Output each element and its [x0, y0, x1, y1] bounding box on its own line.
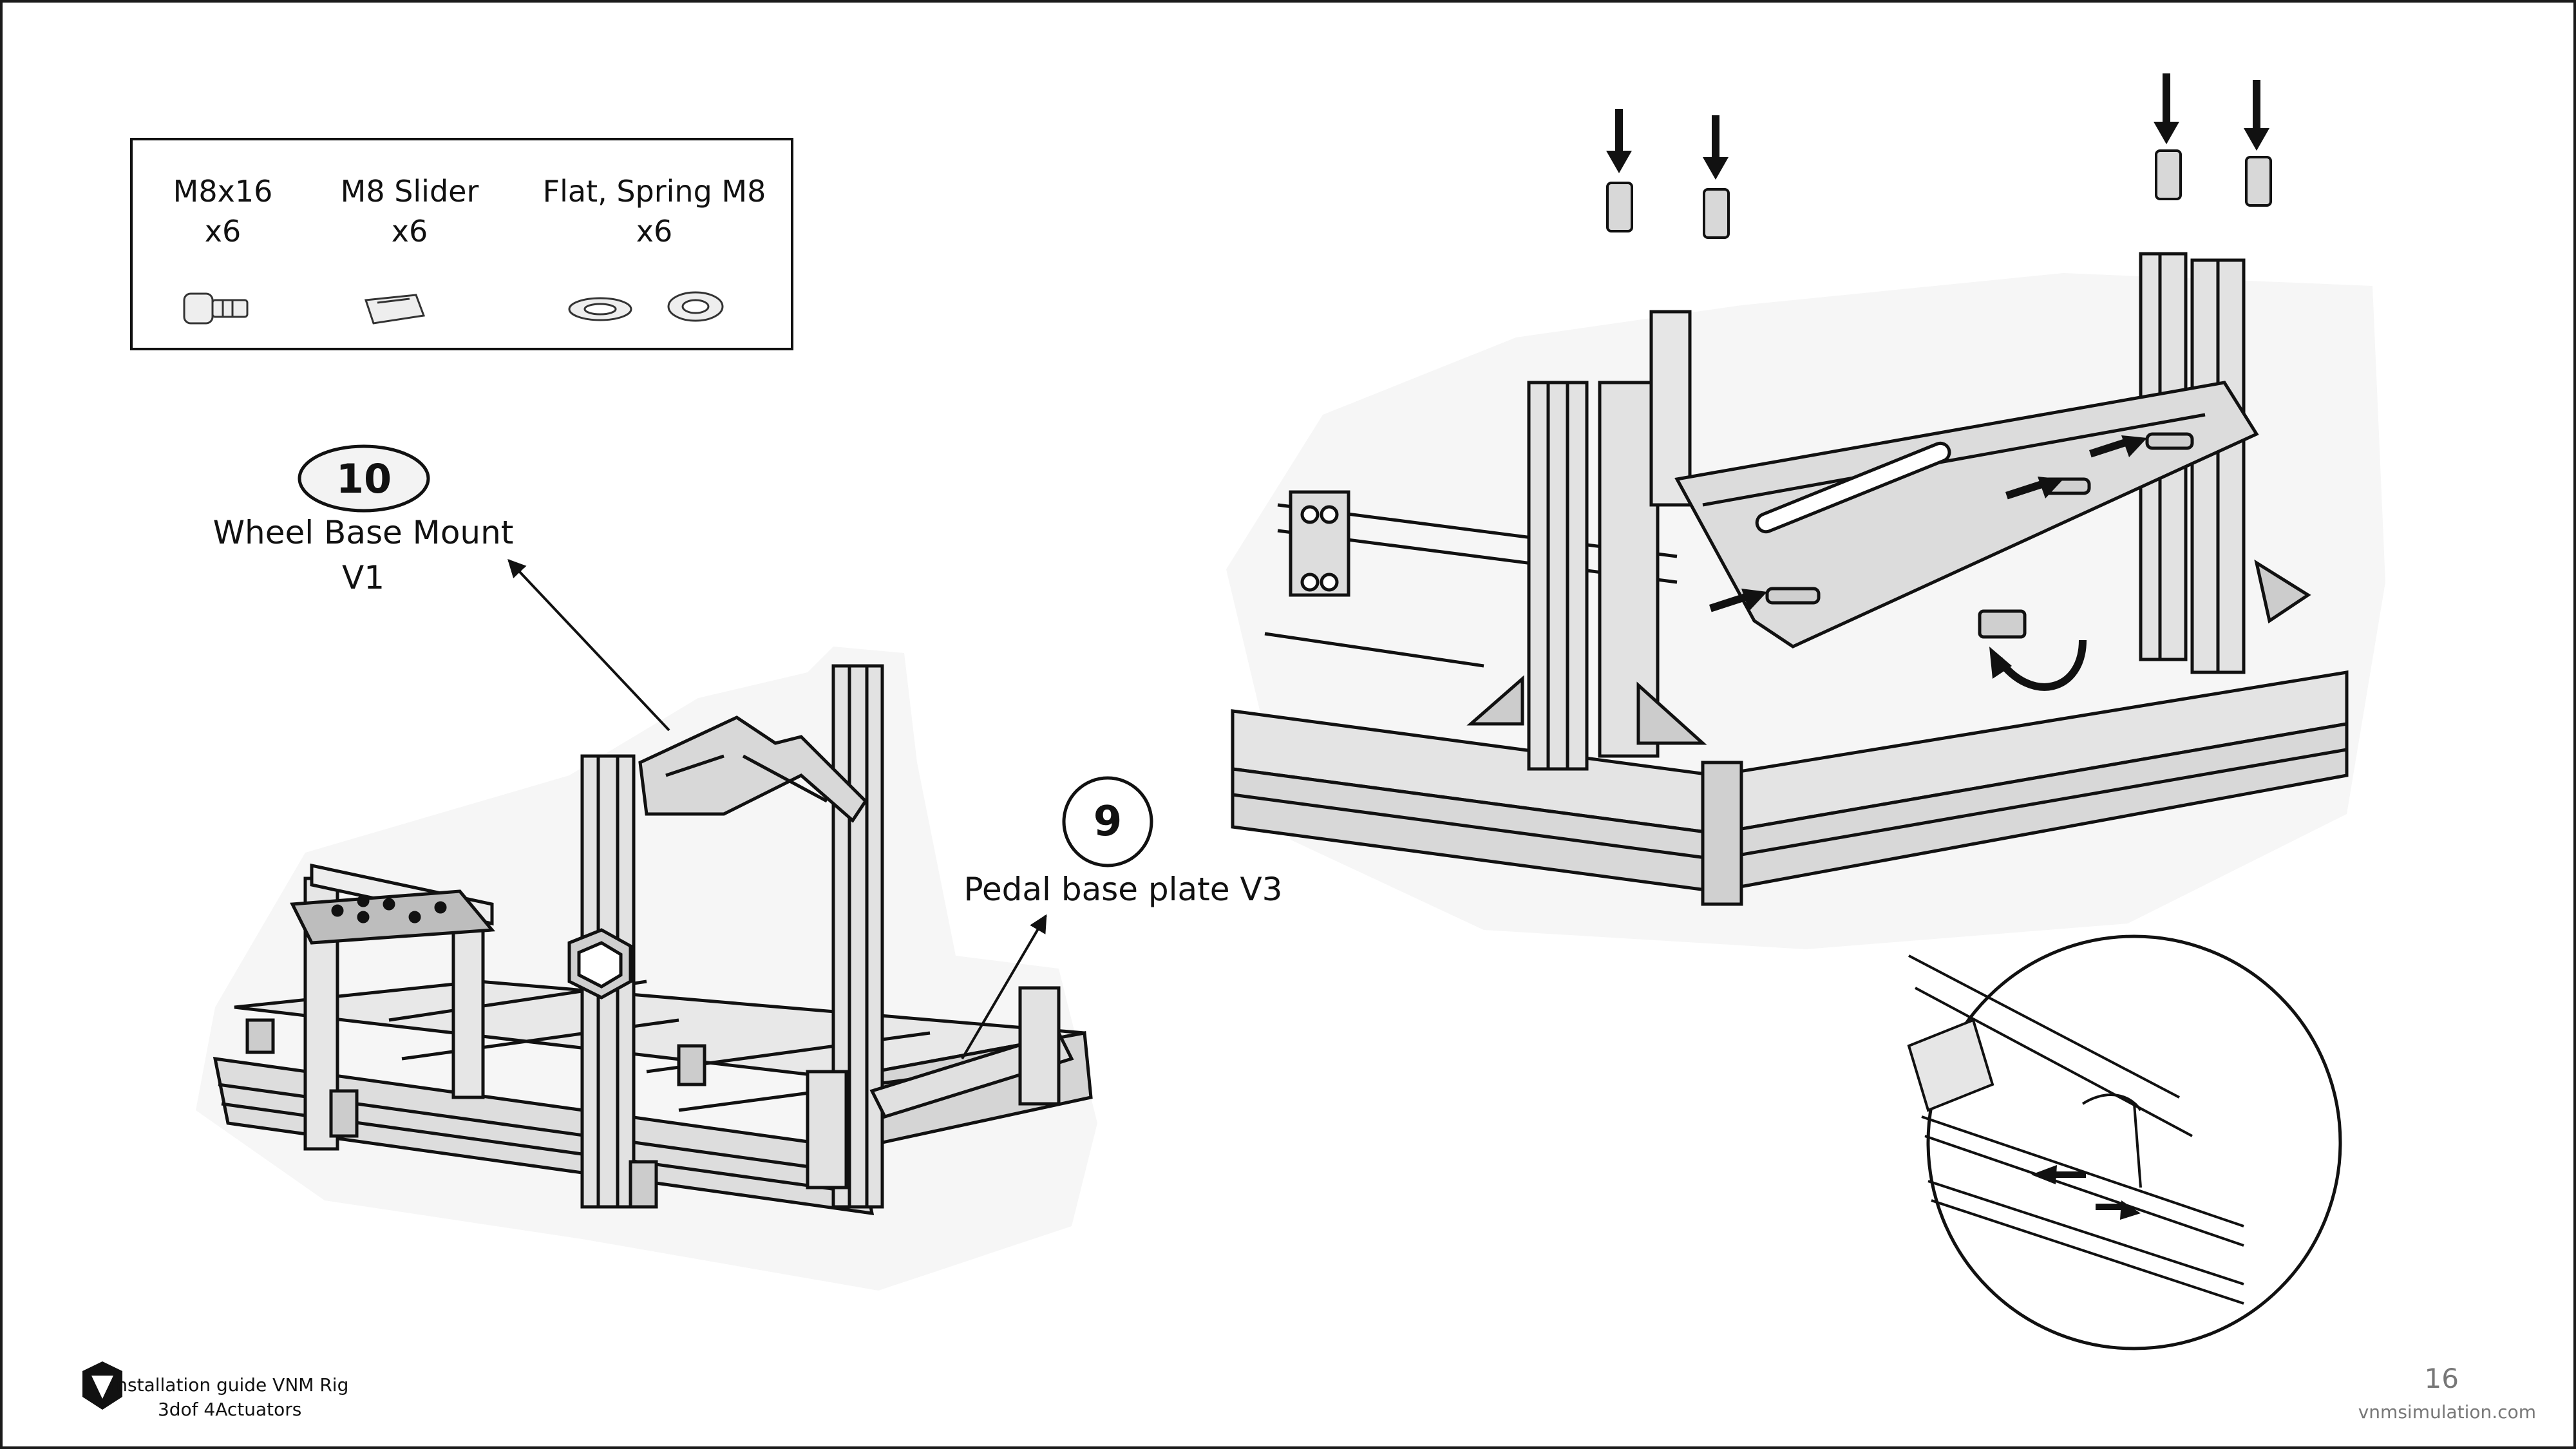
detail-zoom-circle [1907, 934, 2342, 1350]
arrow-down-icon [1606, 73, 2269, 180]
callout-number-9: 9 [1093, 798, 1122, 846]
callout-10-ellipse [298, 444, 430, 513]
parts-list-box: M8x16 x6 M8 Slider x6 Flat, Spring M8 x6 [130, 138, 793, 350]
footer-guide-title: Installation guide VNM Rig 3dof 4Actuato… [111, 1374, 349, 1420]
closeup-drawing [1226, 252, 2385, 949]
rig-drawing [196, 647, 1097, 1291]
part-washer-label: Flat, Spring M8 x6 [542, 174, 766, 249]
website-url: vnmsimulation.com [2358, 1401, 2536, 1423]
spring-washer-icon [568, 297, 632, 321]
pedal-plate-pointer-arrow [961, 914, 1047, 1060]
slider-nut-icon [364, 294, 426, 325]
bolt-icon [183, 292, 249, 325]
slider-nut-icon [1606, 149, 2272, 239]
callout-label-wheel-base: Wheel Base Mount V1 [213, 514, 514, 596]
rotate-arrow-icon [1996, 639, 2087, 691]
vnm-logo-icon [82, 1361, 122, 1410]
wheel-mount-pointer-arrow [507, 558, 670, 732]
arrow-right-icon [1709, 435, 2147, 612]
part-slider-label: M8 Slider x6 [340, 174, 479, 249]
part-bolt-label: M8x16 x6 [173, 174, 273, 249]
callout-number-10: 10 [336, 455, 392, 502]
flat-washer-icon [667, 291, 724, 322]
callout-9-circle [1062, 776, 1153, 867]
callout-label-pedal-plate: Pedal base plate V3 [963, 871, 1283, 908]
page-number: 16 [2424, 1363, 2459, 1394]
assembly-illustrations [82, 73, 2385, 1410]
parts-icons [183, 291, 724, 325]
